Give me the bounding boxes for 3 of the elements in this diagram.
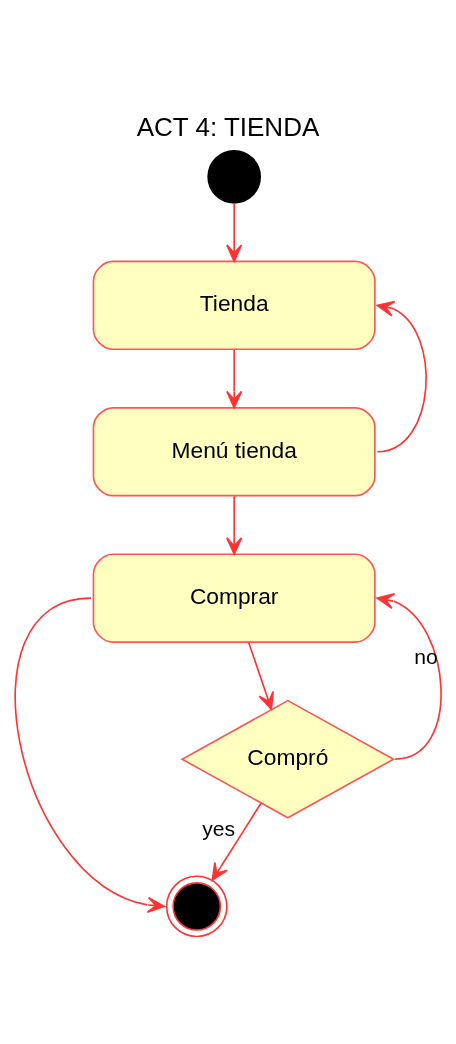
diagram-title: ACT 4: TIENDA [136,111,320,142]
edge-label: yes [202,816,236,840]
edge-label: no [414,644,438,668]
